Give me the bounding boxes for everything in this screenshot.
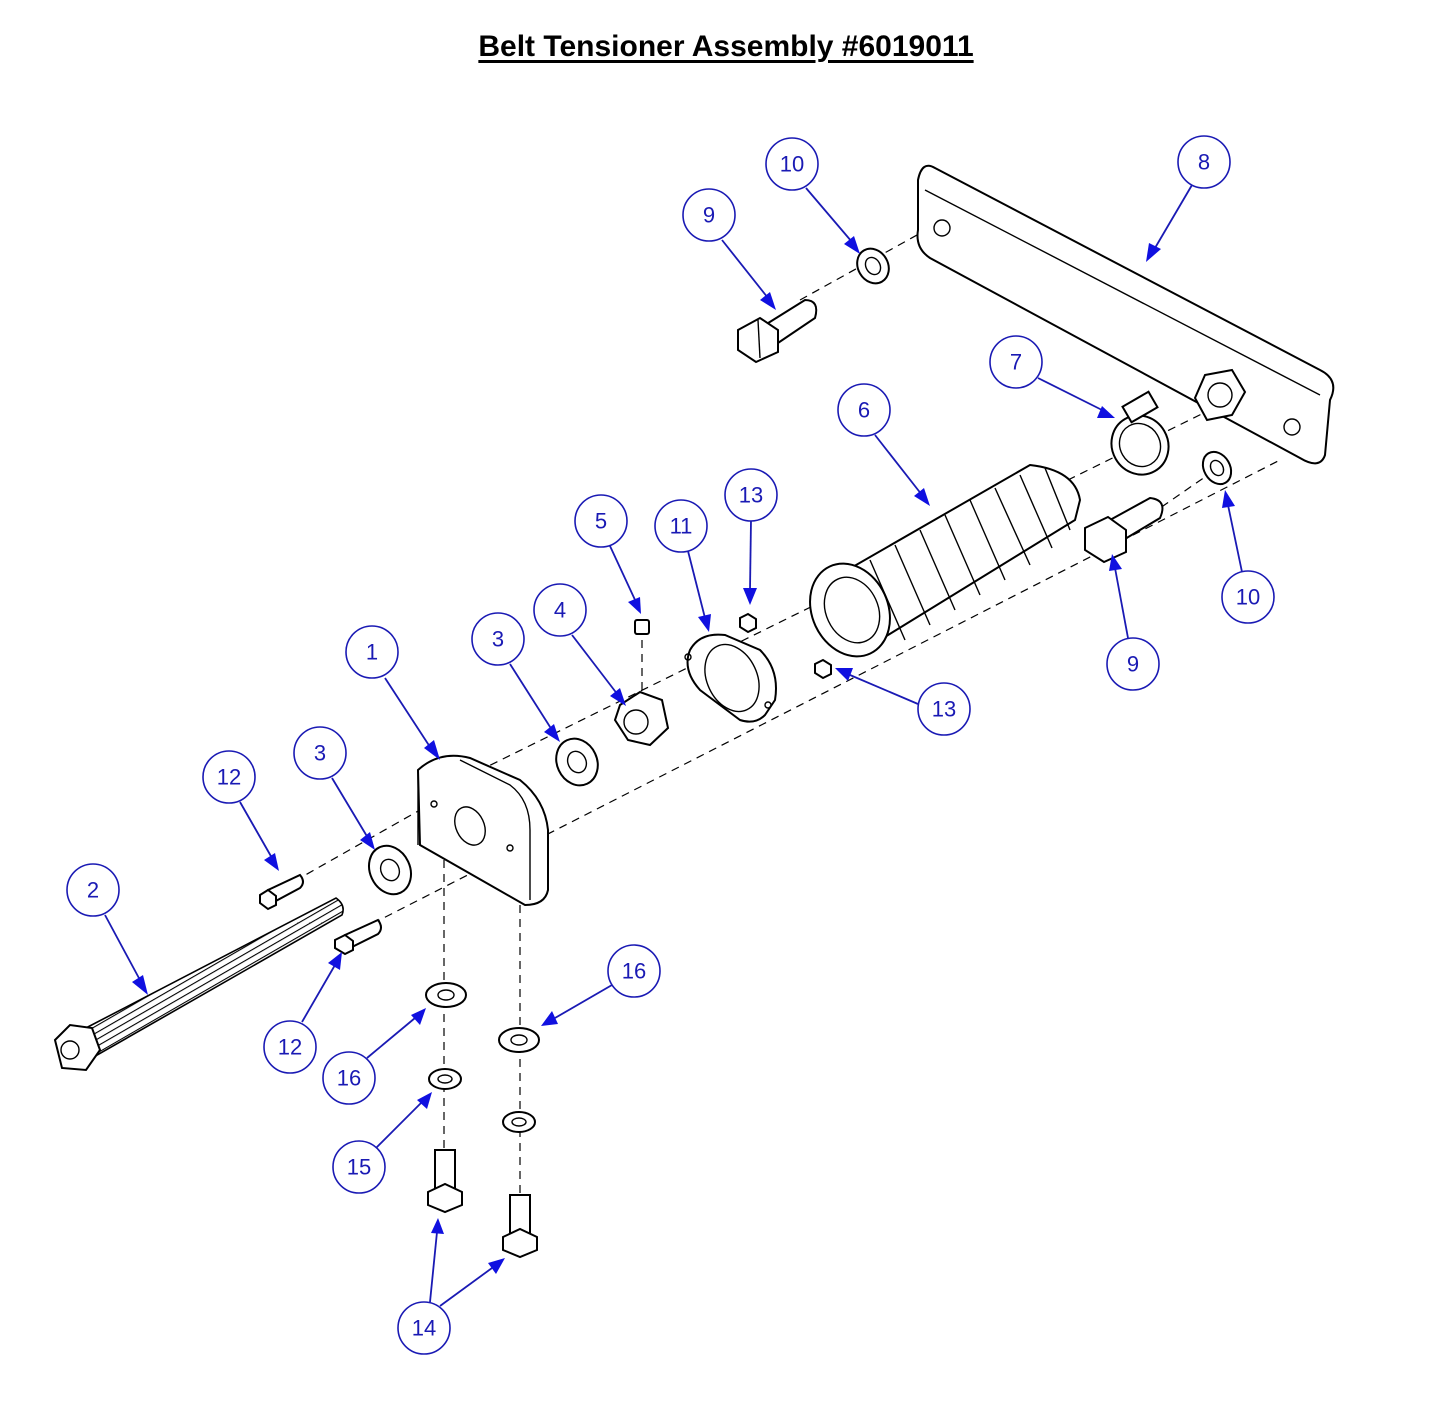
callout-label: 15: [347, 1155, 371, 1180]
callout-6: 6: [837, 383, 930, 506]
callout-2: 2: [66, 863, 148, 995]
small-bolt-upper-part: [259, 873, 304, 911]
callout-label: 16: [337, 1066, 361, 1091]
lock-washer-lower-part: [1201, 450, 1233, 486]
tension-bar-part: [916, 164, 1335, 465]
threaded-rod-part: [53, 897, 344, 1072]
callout-12b: 12: [263, 952, 342, 1074]
flat-washer-16-left-part: [425, 982, 467, 1008]
callout-label: 10: [780, 152, 804, 177]
callout-5: 5: [574, 494, 641, 614]
callout-4: 4: [533, 583, 626, 706]
set-screw-part: [634, 619, 650, 635]
callout-9b: 9: [1106, 554, 1160, 691]
callout-label: 1: [366, 640, 378, 665]
callout-label: 9: [703, 203, 715, 228]
lock-washer-15-right-part: [502, 1111, 536, 1133]
callout-label: 6: [858, 398, 870, 423]
callout-11: 11: [654, 499, 711, 632]
callout-1: 1: [345, 625, 440, 760]
callout-14: 14: [397, 1218, 505, 1355]
callout-label: 11: [670, 514, 693, 539]
callout-label: 2: [87, 878, 99, 903]
assembly-centerlines: [269, 224, 1281, 1195]
callout-12a: 12: [202, 750, 279, 871]
lock-washer-15-left-part: [428, 1068, 462, 1090]
hex-nut-upper-part: [739, 612, 757, 634]
hex-nut-lower-part: [814, 658, 832, 680]
bolt-lower-part: [1084, 496, 1164, 564]
callout-label: 7: [1010, 350, 1022, 375]
bolt-upper-part: [737, 298, 818, 364]
flat-washer-upper-part: [555, 737, 599, 787]
callout-label: 12: [217, 765, 241, 790]
callout-label: 12: [278, 1035, 302, 1060]
callout-label: 5: [595, 509, 607, 534]
callout-label: 14: [412, 1316, 436, 1341]
callout-label: 3: [314, 741, 326, 766]
flange-plate-part: [684, 633, 777, 723]
callout-label: 4: [554, 598, 566, 623]
callout-label: 13: [932, 697, 956, 722]
hose-clamp-part: [1110, 390, 1170, 476]
callout-10a: 10: [765, 137, 860, 254]
mounting-block-part: [416, 754, 549, 907]
callout-label: 9: [1127, 652, 1139, 677]
callout-label: 13: [739, 483, 763, 508]
small-bolt-lower-part: [334, 918, 382, 956]
callout-7: 7: [989, 335, 1115, 418]
callout-16a: 16: [322, 1008, 426, 1105]
callout-8: 8: [1146, 135, 1231, 262]
callout-10b: 10: [1221, 490, 1275, 624]
bellows-boot-part: [809, 463, 1082, 658]
flat-washer-lower-part: [368, 844, 412, 896]
callout-label: 8: [1198, 150, 1210, 175]
flat-washer-16-right-part: [498, 1027, 540, 1053]
callout-label: 16: [622, 959, 646, 984]
diagram-title: Belt Tensioner Assembly #6019011: [478, 30, 974, 63]
bolt-14-right-part: [502, 1194, 538, 1259]
callout-13b: 13: [835, 668, 971, 736]
callout-label: 3: [492, 627, 504, 652]
callout-3b: 3: [293, 726, 375, 850]
bolt-14-left-part: [427, 1149, 463, 1214]
callout-9a: 9: [682, 188, 776, 310]
callout-13a: 13: [724, 468, 778, 605]
callout-3a: 3: [471, 612, 560, 742]
callout-15: 15: [332, 1092, 432, 1194]
lock-washer-upper-part: [856, 247, 890, 285]
callout-label: 10: [1236, 585, 1260, 610]
large-hex-nut-part: [613, 690, 670, 747]
callout-16b: 16: [541, 944, 661, 1026]
